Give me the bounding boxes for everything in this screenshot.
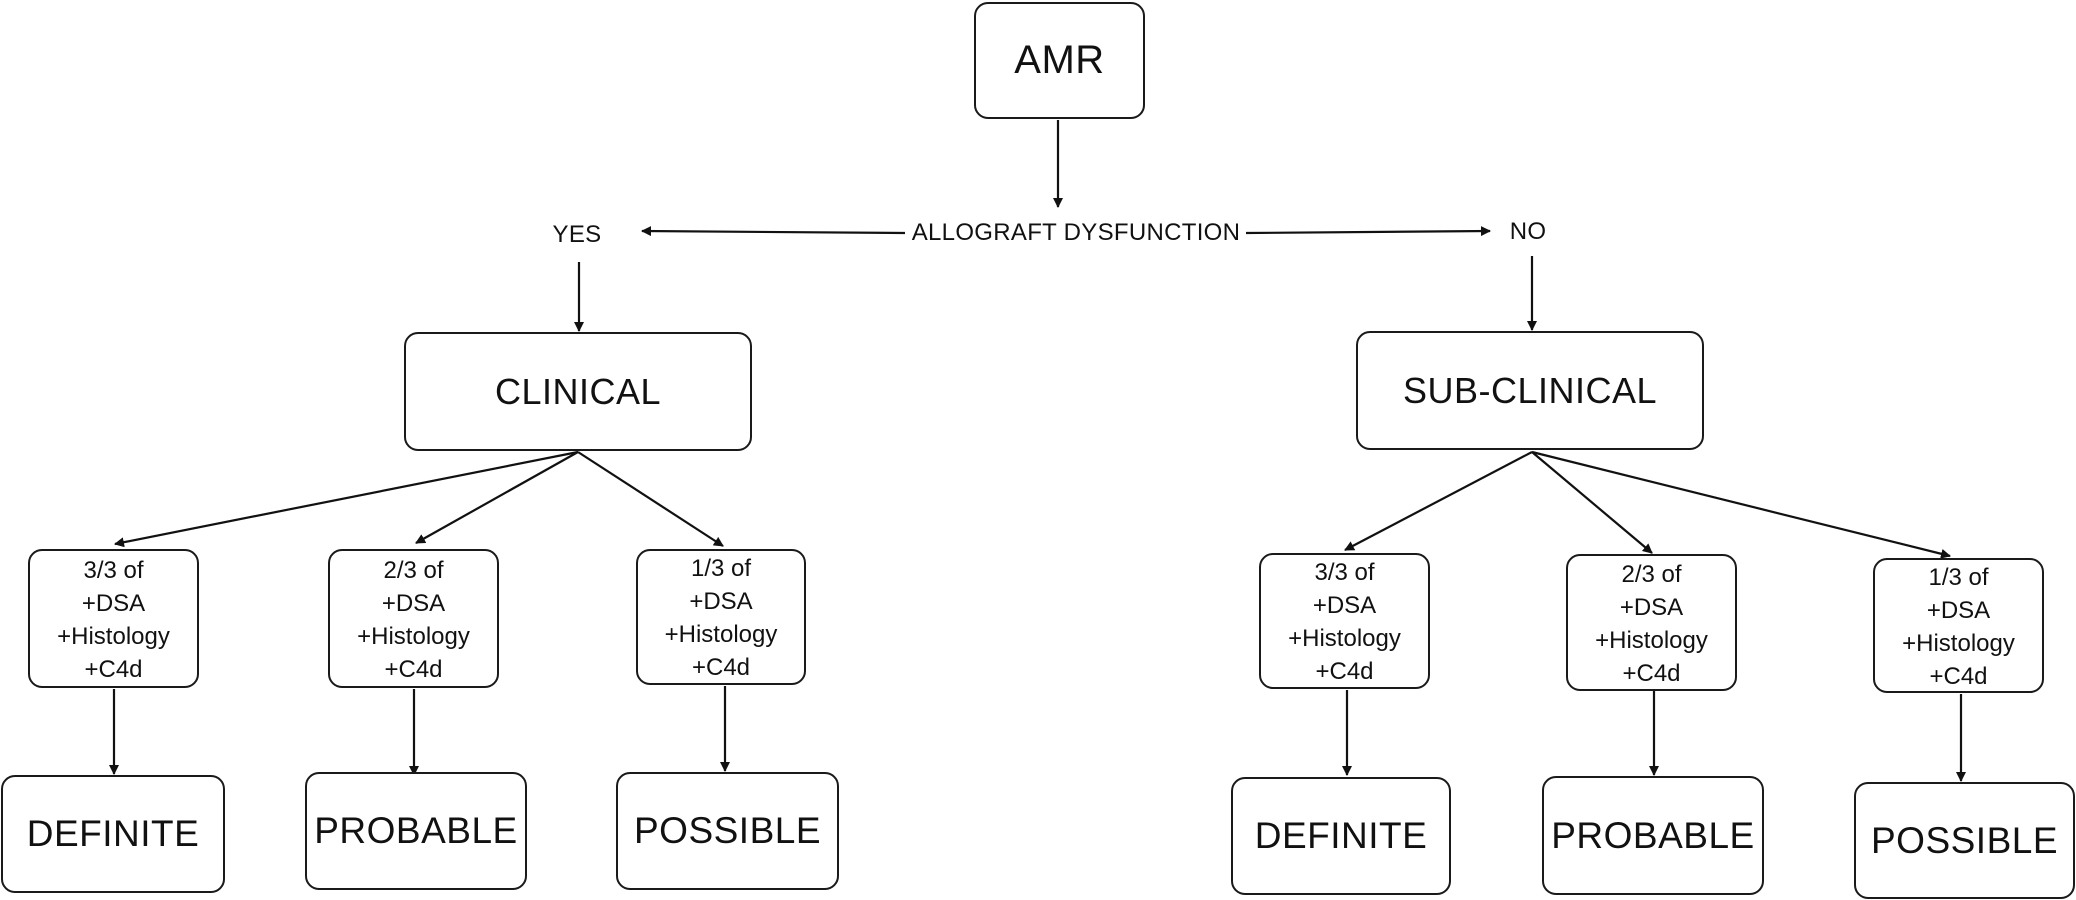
arrow-subclinical-to-crit-3 (1531, 450, 1951, 559)
criteria-dsa: +DSA (689, 588, 753, 615)
criteria-dsa: +DSA (1312, 592, 1377, 619)
amr-label: AMR (1014, 38, 1105, 82)
clinical-outcome-probable: PROBABLE (305, 772, 527, 890)
subclinical-criteria-1: 3/3 of +DSA +Histology +C4d (1259, 553, 1430, 689)
criteria-histology: +Histology (1902, 629, 2015, 657)
criteria-dsa: +DSA (1619, 593, 1684, 621)
arrow-clinical-to-crit-1 (114, 450, 579, 548)
subclinical-outcome-definite: DEFINITE (1231, 777, 1451, 895)
outcome-label: PROBABLE (1551, 814, 1755, 856)
criteria-c4d: +C4d (1929, 662, 1988, 690)
criteria-heading: 3/3 of (83, 556, 144, 584)
subclinical-criteria-3: 1/3 of +DSA +Histology +C4d (1873, 558, 2044, 693)
outcome-label: POSSIBLE (633, 810, 822, 851)
outcome-label: PROBABLE (314, 810, 518, 851)
criteria-histology: +Histology (1595, 626, 1708, 654)
clinical-outcome-possible: POSSIBLE (616, 772, 839, 890)
outcome-label: POSSIBLE (1870, 819, 2059, 861)
criteria-histology: +Histology (1288, 625, 1401, 652)
clinical-node: CLINICAL (404, 332, 752, 451)
arrow-subclinical-to-crit-2 (1531, 451, 1653, 554)
yes-label: YES (552, 221, 602, 248)
clinical-criteria-1: 3/3 of +DSA +Histology +C4d (28, 549, 199, 688)
criteria-dsa: +DSA (81, 589, 146, 617)
subclinical-label: SUB-CLINICAL (1402, 369, 1658, 411)
allograft-dysfunction-label: ALLOGRAFT DYSFUNCTION (911, 219, 1241, 246)
arrow-clinical-to-crit-2 (415, 451, 579, 544)
subclinical-criteria-2: 2/3 of +DSA +Histology +C4d (1566, 554, 1737, 691)
criteria-heading: 1/3 of (690, 555, 752, 582)
clinical-criteria-3: 1/3 of +DSA +Histology +C4d (636, 549, 806, 685)
criteria-histology: +Histology (664, 621, 778, 648)
subclinical-outcome-probable: PROBABLE (1542, 776, 1764, 895)
clinical-outcome-definite: DEFINITE (1, 775, 225, 893)
criteria-dsa: +DSA (1926, 596, 1991, 624)
criteria-dsa: +DSA (381, 589, 446, 617)
criteria-heading: 3/3 of (1314, 559, 1375, 586)
subclinical-node: SUB-CLINICAL (1356, 331, 1704, 450)
amr-node: AMR (974, 2, 1145, 119)
criteria-c4d: +C4d (1315, 658, 1374, 685)
no-label: NO (1509, 218, 1547, 245)
arrow-clinical-to-crit-3 (577, 451, 724, 547)
clinical-label: CLINICAL (494, 370, 662, 412)
clinical-criteria-2: 2/3 of +DSA +Histology +C4d (328, 549, 499, 688)
outcome-label: DEFINITE (26, 813, 200, 854)
arrow-question-to-no (1245, 226, 1491, 237)
criteria-c4d: +C4d (691, 654, 751, 681)
criteria-heading: 2/3 of (1621, 560, 1682, 588)
arrow-question-to-yes (641, 226, 906, 237)
criteria-c4d: +C4d (384, 655, 443, 683)
arrow-subclinical-to-crit-1 (1344, 451, 1533, 551)
subclinical-outcome-possible: POSSIBLE (1854, 782, 2075, 899)
outcome-label: DEFINITE (1254, 815, 1428, 856)
criteria-histology: +Histology (357, 622, 470, 650)
criteria-heading: 1/3 of (1928, 563, 1989, 591)
criteria-c4d: +C4d (1622, 659, 1681, 687)
criteria-histology: +Histology (57, 622, 170, 650)
criteria-heading: 2/3 of (383, 556, 444, 584)
criteria-c4d: +C4d (84, 655, 143, 683)
